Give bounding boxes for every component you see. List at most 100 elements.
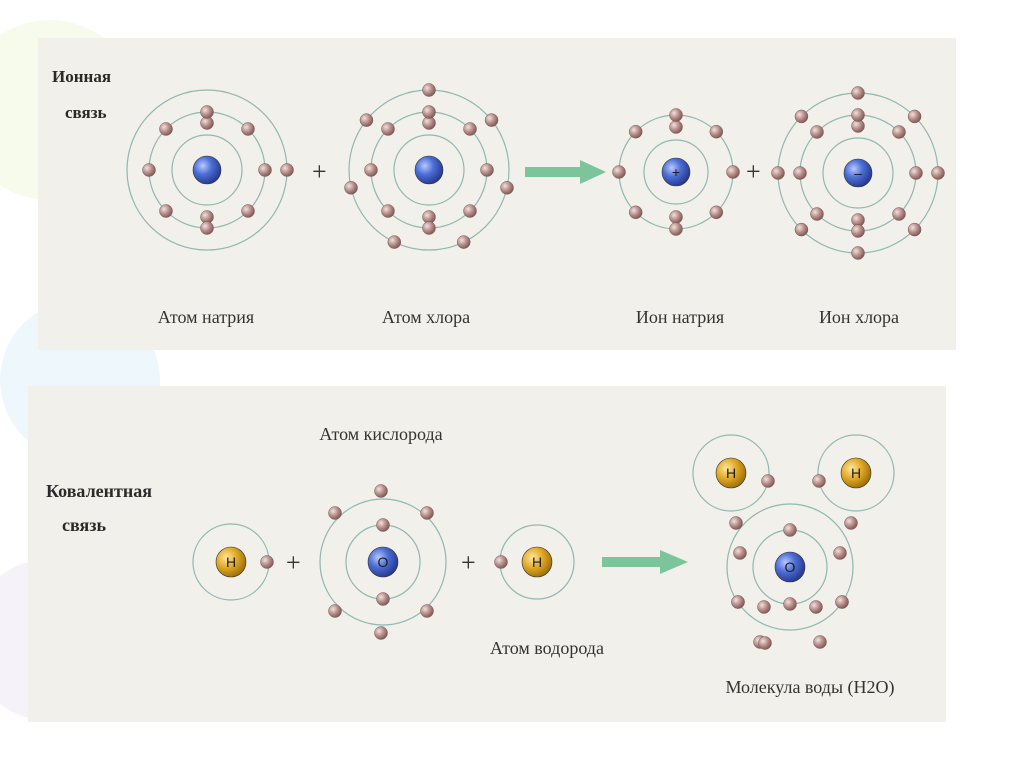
electron: [456, 235, 471, 249]
ionic-bond-panel: [38, 38, 956, 350]
ionic-title-line1: Ионная: [52, 67, 111, 86]
electron: [794, 222, 809, 237]
plus-sign: +: [461, 548, 476, 577]
electron: [200, 105, 214, 119]
electron: [757, 600, 771, 614]
electron: [907, 222, 922, 237]
electron: [733, 546, 747, 560]
electron: [422, 83, 436, 97]
electron-shell: [643, 139, 709, 205]
electron: [731, 595, 745, 609]
electron: [810, 207, 824, 221]
electron: [422, 105, 436, 119]
electron: [851, 246, 865, 260]
electron: [381, 122, 395, 136]
electron: [851, 86, 865, 100]
electron: [931, 166, 945, 180]
nucleus-symbol: H: [226, 554, 236, 570]
reaction-arrow-icon: [602, 550, 688, 574]
electron: [783, 523, 797, 537]
reaction-arrow-icon: [525, 160, 606, 184]
electron-shell: [822, 137, 894, 209]
chlorine-ion-nucleus: [843, 158, 873, 188]
electron: [241, 204, 255, 218]
electron-shell: [692, 434, 770, 512]
electron: [422, 221, 436, 235]
electron: [376, 518, 390, 532]
plus-sign: +: [746, 157, 761, 186]
hydrogen-nucleus: [521, 546, 553, 578]
electron: [159, 204, 173, 218]
electron: [851, 108, 865, 122]
oxygen-nucleus: [367, 546, 399, 578]
chlorine-nucleus: [414, 155, 444, 185]
electron: [328, 604, 342, 618]
electron: [783, 597, 797, 611]
electron: [364, 163, 378, 177]
electron: [709, 205, 724, 220]
electron: [258, 163, 272, 177]
hydrogen-nucleus: [840, 457, 872, 489]
electron: [709, 124, 724, 139]
sodium-nucleus: [192, 155, 222, 185]
electron: [200, 221, 214, 235]
electron: [813, 635, 827, 649]
electron: [500, 181, 514, 195]
electron: [376, 592, 390, 606]
electron: [494, 555, 508, 569]
nucleus-symbol: O: [785, 559, 796, 575]
nucleus-symbol: –: [854, 165, 862, 181]
electron: [260, 555, 274, 569]
electron: [835, 595, 849, 609]
electron: [812, 474, 826, 488]
electron: [374, 626, 388, 640]
electron: [851, 224, 865, 238]
electron: [810, 125, 824, 139]
chlorine-ion-label: Ион хлора: [819, 307, 899, 327]
electron: [480, 163, 494, 177]
electron: [669, 222, 683, 236]
hydrogen-atom-label: Атом водорода: [490, 638, 604, 658]
hydrogen-nucleus: [215, 546, 247, 578]
electron: [344, 181, 358, 195]
electron: [628, 205, 643, 220]
electron: [669, 210, 683, 224]
sodium-atom-label: Атом натрия: [158, 307, 254, 327]
water-molecule-label: Молекула воды (H2O): [725, 677, 894, 698]
electron: [892, 207, 906, 221]
electron-shell: [817, 434, 895, 512]
electron-shell: [171, 134, 243, 206]
electron: [726, 165, 740, 179]
nucleus-symbol: H: [851, 465, 861, 481]
sodium-ion-label: Ион натрия: [636, 307, 724, 327]
covalent-title-line2: связь: [62, 515, 106, 535]
sodium-ion-nucleus: [661, 157, 691, 187]
electron: [463, 122, 477, 136]
electron: [794, 109, 809, 124]
electron: [387, 235, 402, 249]
electron: [241, 122, 255, 136]
electron: [374, 484, 388, 498]
electron: [328, 506, 342, 520]
electron: [420, 506, 434, 520]
electron: [628, 124, 643, 139]
plus-sign: +: [312, 157, 327, 186]
electron-shell: [726, 503, 854, 631]
electron: [844, 516, 858, 530]
hydrogen-nucleus: [715, 457, 747, 489]
electron: [892, 125, 906, 139]
electron: [420, 604, 434, 618]
electron-shell: [393, 134, 465, 206]
electron: [612, 165, 626, 179]
electron: [793, 166, 807, 180]
electron: [809, 600, 823, 614]
electron: [833, 546, 847, 560]
electron: [463, 204, 477, 218]
chlorine-atom-label: Атом хлора: [382, 307, 470, 327]
electron: [669, 108, 683, 122]
oxygen-atom-label: Атом кислорода: [319, 424, 442, 444]
oxygen-nucleus: [774, 551, 806, 583]
electron: [907, 109, 922, 124]
plus-sign: +: [286, 548, 301, 577]
